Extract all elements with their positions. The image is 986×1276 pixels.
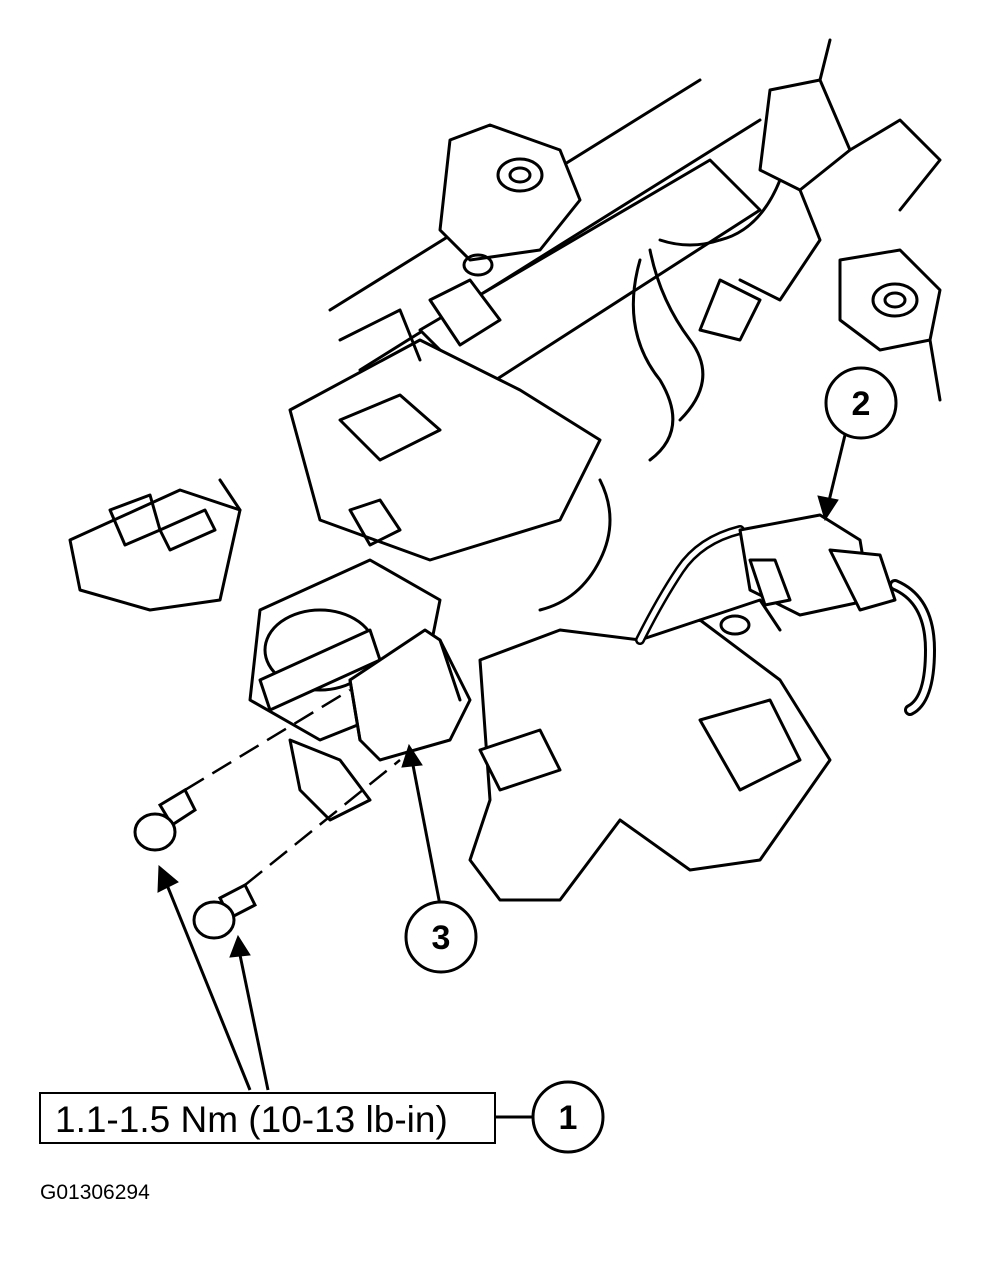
leader-2 bbox=[826, 434, 847, 506]
torque-spec-text: 1.1-1.5 Nm (10-13 lb-in) bbox=[55, 1099, 448, 1140]
screw-upper bbox=[133, 787, 197, 852]
figure-code: G01306294 bbox=[40, 1181, 150, 1204]
leader-lines bbox=[163, 434, 847, 1119]
callout-1-label: 1 bbox=[559, 1099, 578, 1137]
left-yoke bbox=[68, 478, 242, 612]
right-mount-bracket bbox=[838, 248, 942, 402]
callout-2-label: 2 bbox=[852, 385, 871, 423]
upper-mount-bracket bbox=[438, 123, 582, 262]
callout-2: 2 bbox=[824, 366, 898, 440]
arrowhead-1b bbox=[229, 934, 251, 958]
dashed-line-lower bbox=[244, 759, 401, 886]
leader-1a bbox=[163, 879, 252, 1091]
callout-1: 1 bbox=[531, 1080, 605, 1154]
callout-3: 3 bbox=[404, 900, 478, 974]
steering-column-illustration bbox=[68, 38, 942, 902]
callout-3-label: 3 bbox=[432, 919, 451, 957]
lower-right-housing bbox=[468, 598, 832, 902]
arrowheads bbox=[157, 495, 839, 958]
arrowhead-2 bbox=[817, 495, 839, 522]
dashed-line-upper bbox=[184, 688, 351, 792]
center-wire bbox=[538, 478, 612, 612]
electrical-connector-item-2 bbox=[738, 513, 936, 716]
leader-1b bbox=[238, 954, 270, 1091]
screw-alignment-lines bbox=[184, 688, 401, 886]
screw-lower bbox=[192, 882, 258, 940]
torque-spec-box: 1.1-1.5 Nm (10-13 lb-in) bbox=[39, 1092, 496, 1144]
multifunction-switch-area bbox=[631, 38, 942, 462]
leader-3 bbox=[410, 759, 442, 906]
arrowhead-3 bbox=[401, 743, 423, 768]
switch-module-item-3 bbox=[348, 628, 472, 762]
wiring-harness-inner bbox=[637, 527, 743, 643]
arrowhead-1a bbox=[157, 864, 179, 893]
